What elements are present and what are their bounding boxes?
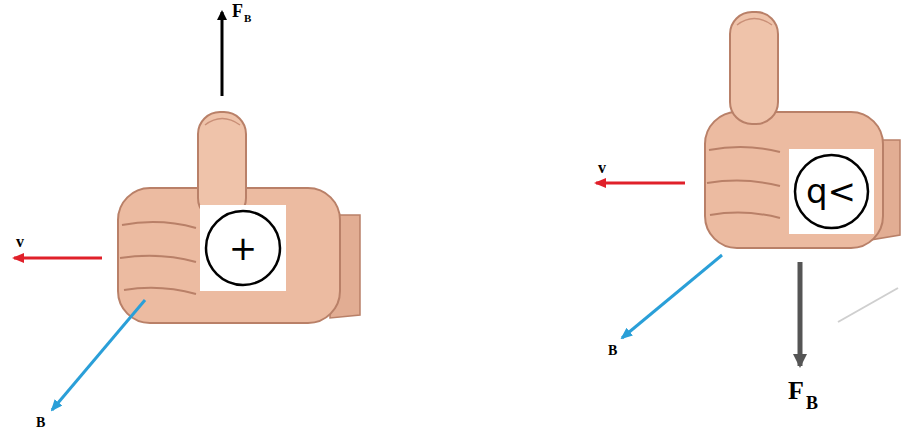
- charge-symbol: +: [200, 205, 286, 291]
- charge-sign: q<: [789, 174, 874, 208]
- force-arrow: [798, 262, 803, 366]
- shadow-line: [838, 288, 898, 322]
- force-arrow: [221, 12, 224, 96]
- field-symbol: B: [36, 416, 45, 430]
- field-arrow: [52, 300, 145, 410]
- force-subscript: B: [244, 13, 251, 24]
- charge-symbol: q<: [789, 149, 874, 234]
- right-hand: [705, 12, 900, 248]
- velocity-arrow: [596, 182, 685, 185]
- left-hand: [118, 112, 360, 323]
- charge-sign: +: [200, 231, 286, 265]
- force-symbol: F: [232, 2, 243, 20]
- force-subscript: B: [806, 394, 818, 412]
- field-arrow: [622, 255, 722, 338]
- velocity-arrow: [14, 257, 102, 260]
- field-symbol: B: [608, 344, 617, 358]
- velocity-symbol: v: [16, 234, 24, 250]
- force-symbol: F: [788, 378, 804, 404]
- velocity-symbol: v: [598, 160, 606, 176]
